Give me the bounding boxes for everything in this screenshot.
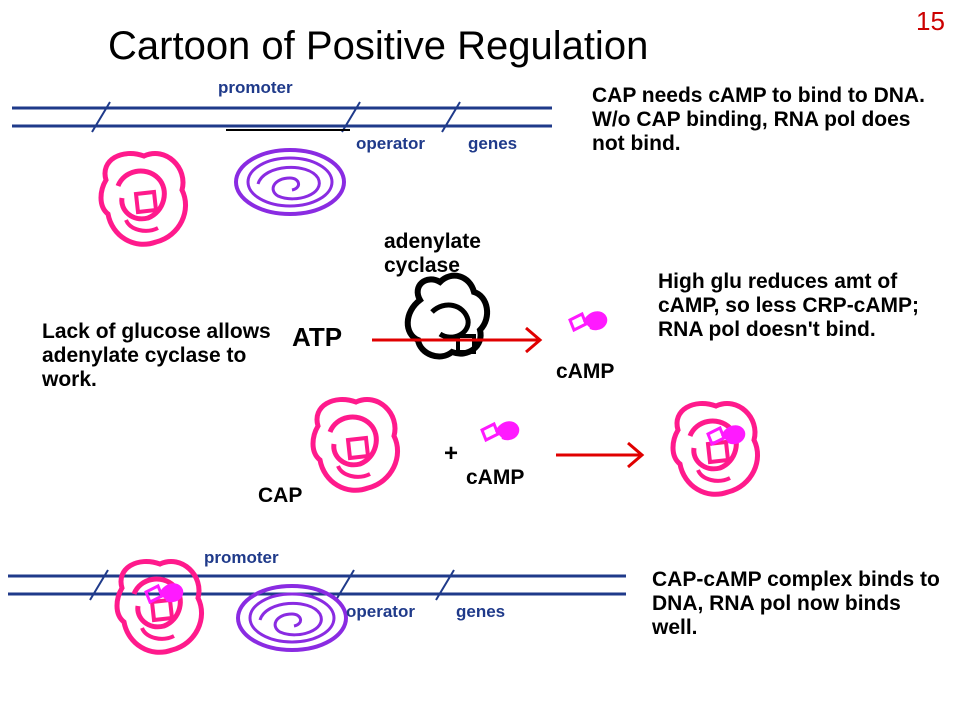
- camp-product-molecule: [568, 310, 608, 332]
- bottom-genes-label: genes: [456, 602, 506, 621]
- adenylate-cyclase-label: adenylate cyclase: [384, 230, 481, 277]
- atp-to-camp-arrow: [372, 326, 543, 354]
- atp-label: ATP: [292, 322, 343, 352]
- top-rna-polymerase: [234, 148, 346, 216]
- camp-product-label: cAMP: [556, 360, 615, 383]
- top-operator-label: operator: [356, 134, 425, 153]
- free-cap-protein: [313, 399, 398, 490]
- bottom-promoter-label: promoter: [204, 548, 279, 567]
- slide-title: Cartoon of Positive Regulation: [108, 24, 649, 68]
- plus-sign: +: [444, 440, 459, 467]
- top-promoter-label: promoter: [218, 78, 293, 97]
- camp-reactant-label: cAMP: [466, 466, 525, 489]
- cap-binding-arrow: [556, 441, 645, 469]
- top-genes-label: genes: [468, 134, 518, 153]
- top-dna-strand: [12, 101, 552, 133]
- cap-label: CAP: [258, 484, 303, 507]
- bottom-rna-polymerase: [236, 584, 348, 652]
- adenylate-cyclase-enzyme: [404, 272, 491, 360]
- note-cap-needs-camp: CAP needs cAMP to bind to DNA. W/o CAP b…: [592, 84, 925, 155]
- top-cap-protein: [101, 153, 186, 244]
- free-camp-molecule: [480, 420, 520, 442]
- note-lack-of-glucose: Lack of glucose allows adenylate cyclase…: [42, 320, 271, 391]
- bottom-operator-label: operator: [346, 602, 415, 621]
- slide-number: 15: [916, 6, 945, 36]
- bottom-dna-strand: [8, 569, 626, 601]
- note-complex-binds: CAP-cAMP complex binds to DNA, RNA pol n…: [652, 568, 940, 639]
- note-high-glucose: High glu reduces amt of cAMP, so less CR…: [658, 270, 920, 341]
- cap-camp-complex: [673, 403, 758, 494]
